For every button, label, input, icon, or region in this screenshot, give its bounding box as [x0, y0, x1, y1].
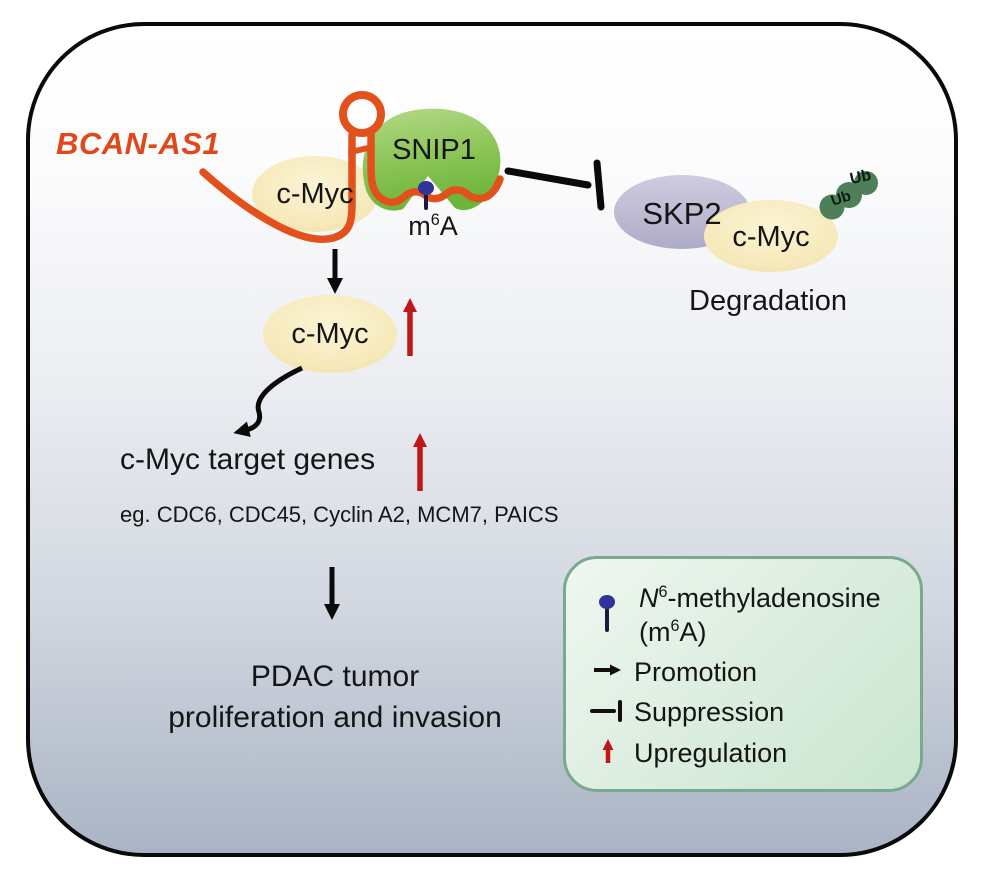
legend-m6a-line1: N6-methyladenosine	[639, 583, 881, 614]
legend-m6a-open: (m	[639, 617, 671, 647]
m6a-lollipop-icon	[418, 181, 434, 210]
cmyc-top-oval	[252, 156, 378, 232]
legend-m6a-line2: (m6A)	[639, 617, 707, 648]
degradation-label: Degradation	[689, 285, 847, 317]
cmyc-top-label: c-Myc	[276, 178, 354, 210]
legend-m6a-sup2: 6	[670, 617, 680, 635]
legend-m6a-n: N	[639, 583, 659, 613]
legend-m6a-lollipop-icon	[599, 595, 615, 632]
bcan-as1-rna-icon	[199, 91, 504, 243]
outcome-line2: proliferation and invasion	[168, 701, 502, 734]
m6a-sup: 6	[430, 211, 440, 229]
m6a-base: m	[408, 211, 431, 241]
cmyc-mid-label: c-Myc	[291, 318, 369, 350]
snip1-label: SNIP1	[392, 134, 476, 166]
legend-box	[563, 556, 923, 792]
snip1-blob	[362, 108, 501, 211]
target-genes-examples: eg. CDC6, CDC45, Cyclin A2, MCM7, PAICS	[120, 502, 559, 527]
curved-arrow-cmyc-to-targets	[233, 365, 304, 438]
legend-m6a-rest: -methyladenosine	[667, 583, 881, 613]
cmyc-right-label: c-Myc	[732, 221, 810, 253]
legend-promotion-label: Promotion	[634, 657, 758, 687]
m6a-tail: A	[439, 211, 458, 241]
legend-t-bar-icon	[590, 700, 622, 722]
outcome-label: PDAC tumor proliferation and invasion	[135, 656, 535, 738]
m6a-site-label: m6A	[385, 211, 481, 242]
target-genes-heading: c-Myc target genes	[120, 443, 376, 476]
legend-m6a-sup: 6	[658, 583, 668, 601]
cmyc-right-oval	[704, 200, 838, 272]
outcome-line1: PDAC tumor	[250, 660, 420, 693]
legend-upregulation-label: Upregulation	[634, 738, 788, 768]
legend-m6a-close: A)	[679, 617, 707, 647]
legend-suppression-label: Suppression	[634, 697, 785, 727]
ubiquitin-chain-icon	[819, 171, 878, 220]
bcan-as1-label: BCAN-AS1	[56, 126, 221, 161]
cmyc-mid-oval	[263, 295, 397, 373]
suppression-tbar-icon	[504, 159, 605, 211]
skp2-label: SKP2	[642, 196, 722, 231]
